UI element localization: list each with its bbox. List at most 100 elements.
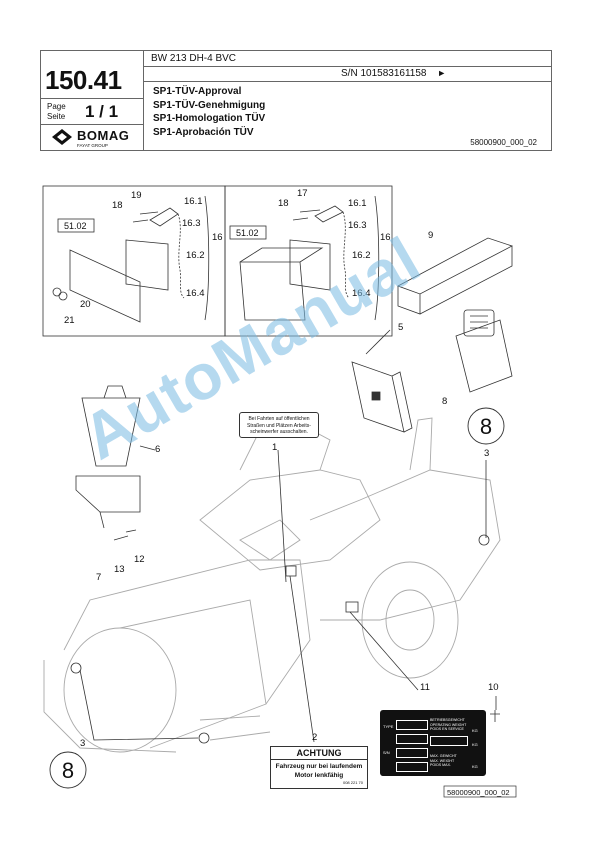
label-21: 21	[64, 315, 75, 326]
title-fr: SP1-Homologation TÜV	[153, 113, 266, 124]
label-17: 17	[297, 188, 308, 199]
plate-field-label: POIDS EN SERVICE	[430, 727, 464, 732]
bolt-19-18	[132, 211, 159, 223]
part-8-lid	[463, 309, 495, 337]
label-11: 11	[420, 682, 430, 693]
badge-8-lower: 8	[62, 758, 74, 783]
document-id: 58000900_000_02	[470, 138, 537, 147]
label-10: 10	[488, 682, 499, 693]
plate-label-sn: S/N	[383, 750, 390, 755]
part-7-bracket	[75, 475, 141, 513]
plate-field-label: BETRIEBSGEWICHT	[430, 718, 465, 722]
circle-badge-lower	[49, 751, 87, 789]
plate-unit: KG	[472, 764, 478, 769]
serial-number: S/N 101583161158 ►	[341, 68, 446, 79]
arrow-right-icon: ►	[437, 68, 447, 78]
leader-5	[365, 329, 391, 355]
header-divider	[143, 81, 551, 82]
label-16-2: 16.2	[186, 250, 205, 261]
roller-machine	[43, 417, 501, 753]
label-16-4: 16.4	[186, 288, 205, 299]
hitch-bracket-left	[125, 239, 169, 291]
mount-plate-left	[69, 249, 141, 323]
label-16b: 16	[380, 232, 391, 243]
badge-8-upper: 8	[480, 414, 492, 439]
bomag-logo-icon	[52, 129, 72, 145]
hitch-pin-right	[314, 205, 344, 223]
title-es: SP1-Aprobación TÜV	[153, 126, 254, 138]
label-16: 16	[212, 232, 223, 243]
label-16-2b: 16.2	[352, 250, 371, 261]
label-2: 2	[312, 732, 317, 743]
page-label-en: Page	[47, 102, 66, 111]
bolts-12-13	[113, 529, 137, 541]
page-label: Page Seite	[47, 102, 66, 122]
label-18b: 18	[278, 198, 289, 209]
logo-word: BOMAG	[77, 128, 130, 143]
header-divider	[143, 66, 551, 67]
machine-model: BW 213 DH-4 BVC	[151, 53, 237, 64]
type-plate: TYPE S/N BETRIEBSGEWICHT OPERATING WEIGH…	[380, 710, 486, 776]
part-6-bin	[81, 397, 141, 467]
bracket-brace-left	[204, 195, 210, 321]
section-number: 150.41	[45, 65, 122, 95]
plate-unit: KG	[472, 742, 478, 747]
serial-text: S/N 101583161158	[341, 68, 427, 79]
label-16-3: 16.3	[182, 218, 201, 229]
inset-right-frame	[224, 185, 393, 337]
part-6-handle	[103, 385, 127, 399]
header-divider	[143, 51, 144, 150]
plate-field-label: OPERATING WEIGHT	[430, 722, 467, 727]
label-1: 1	[272, 442, 277, 453]
label-3: 3	[484, 448, 489, 459]
title-de: SP1-TÜV-Genehmigung	[153, 99, 266, 111]
warning-line: Motor lenkfähig	[294, 772, 344, 779]
info-sign-line: Straßen und Plätzen Arbeits-	[247, 422, 311, 429]
page-header: BW 213 DH-4 BVC S/N 101583161158 ► 150.4…	[40, 50, 552, 151]
hitch-pin-left	[149, 207, 179, 227]
ref-box-right: 51.02	[236, 228, 259, 238]
label-16-3b: 16.3	[348, 220, 367, 231]
part-9-box	[397, 237, 514, 315]
bumper-top-right	[239, 247, 324, 263]
label-18: 18	[112, 200, 123, 211]
bumper-block-right	[239, 261, 306, 321]
header-divider	[41, 98, 143, 99]
label-16-1: 16.1	[184, 196, 203, 207]
info-sign-line: Bei Fahrten auf öffentlichen	[248, 416, 310, 422]
label-19: 19	[131, 190, 142, 201]
plate-unit: KG	[472, 728, 478, 733]
drawing-id: 58000900_000_02	[447, 788, 510, 797]
page-titles: SP1-TÜV-Approval SP1-TÜV-Genehmigung SP1…	[153, 85, 265, 139]
label-7: 7	[96, 572, 101, 583]
bomag-logo: BOMAG FAYAT GROUP	[51, 128, 129, 151]
leader-1	[277, 449, 287, 583]
leader-3b	[79, 669, 199, 741]
label-8: 8	[442, 396, 447, 407]
page-count: 1 / 1	[85, 102, 119, 121]
warning-code: 008 221 70	[342, 780, 363, 785]
chain-left	[177, 213, 185, 299]
logo-subtitle: FAYAT GROUP	[77, 143, 108, 148]
ref-box-left: 51.02	[64, 221, 87, 231]
info-sign-line: scheinwerfer ausschalten.	[250, 429, 308, 435]
circle-badge-upper	[467, 407, 505, 445]
label-5: 5	[398, 322, 403, 333]
plate-label-type: TYPE	[383, 724, 394, 729]
label-16-4b: 16.4	[352, 288, 371, 299]
info-sign: Bei Fahrten auf öffentlichen Straßen und…	[239, 412, 319, 438]
plate-field-label: MAX. GEWICHT	[430, 754, 457, 758]
label-12: 12	[134, 554, 145, 565]
leader-6	[139, 445, 156, 451]
warning-sign: ACHTUNG Fahrzeug nur bei laufendem Motor…	[270, 746, 368, 789]
title-en: SP1-TÜV-Approval	[153, 86, 242, 97]
leader-11	[349, 611, 419, 691]
part-8-kit	[455, 319, 513, 393]
label-9: 9	[428, 230, 433, 241]
part-5-manual	[351, 361, 413, 433]
plate-field-label: POIDS MAX.	[430, 763, 451, 768]
label-16-1b: 16.1	[348, 198, 367, 209]
label-6: 6	[155, 444, 160, 455]
label-13: 13	[114, 564, 125, 575]
